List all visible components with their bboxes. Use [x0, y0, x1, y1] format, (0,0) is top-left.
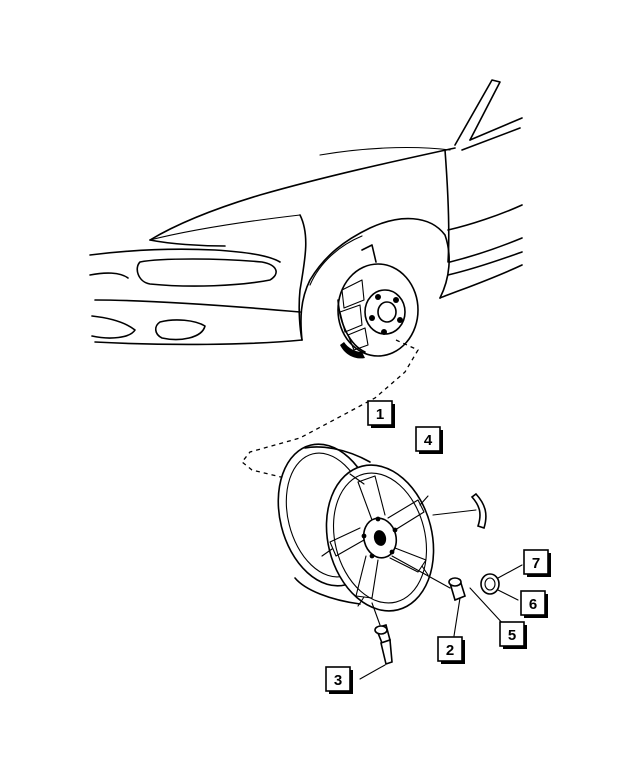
aluminum-wheel: [277, 443, 435, 612]
valve-stem: [371, 602, 393, 666]
callout-6: 6: [520, 590, 548, 618]
callout-1-label: 1: [376, 406, 384, 423]
vehicle-front-quarter: [89, 79, 523, 346]
callout-1: 1: [367, 400, 395, 428]
callout-6-label: 6: [529, 596, 537, 613]
callout-7-label: 7: [532, 555, 540, 572]
brake-rotor-hub: [337, 244, 419, 359]
callout-5: 5: [499, 621, 527, 649]
lug-nut: [391, 555, 466, 602]
callout-3: 3: [325, 666, 353, 694]
leader-lines: [359, 564, 523, 680]
callout-5-label: 5: [508, 627, 516, 644]
balance-weight: [432, 492, 487, 530]
callout-4: 4: [415, 426, 443, 454]
callout-3-label: 3: [334, 672, 342, 689]
callout-4-label: 4: [424, 432, 433, 449]
center-cap-ring: [480, 573, 500, 595]
callout-7: 7: [523, 549, 551, 577]
callout-2-label: 2: [446, 642, 454, 659]
callout-2: 2: [437, 636, 465, 664]
hub-to-wheel-leader: [241, 339, 419, 479]
